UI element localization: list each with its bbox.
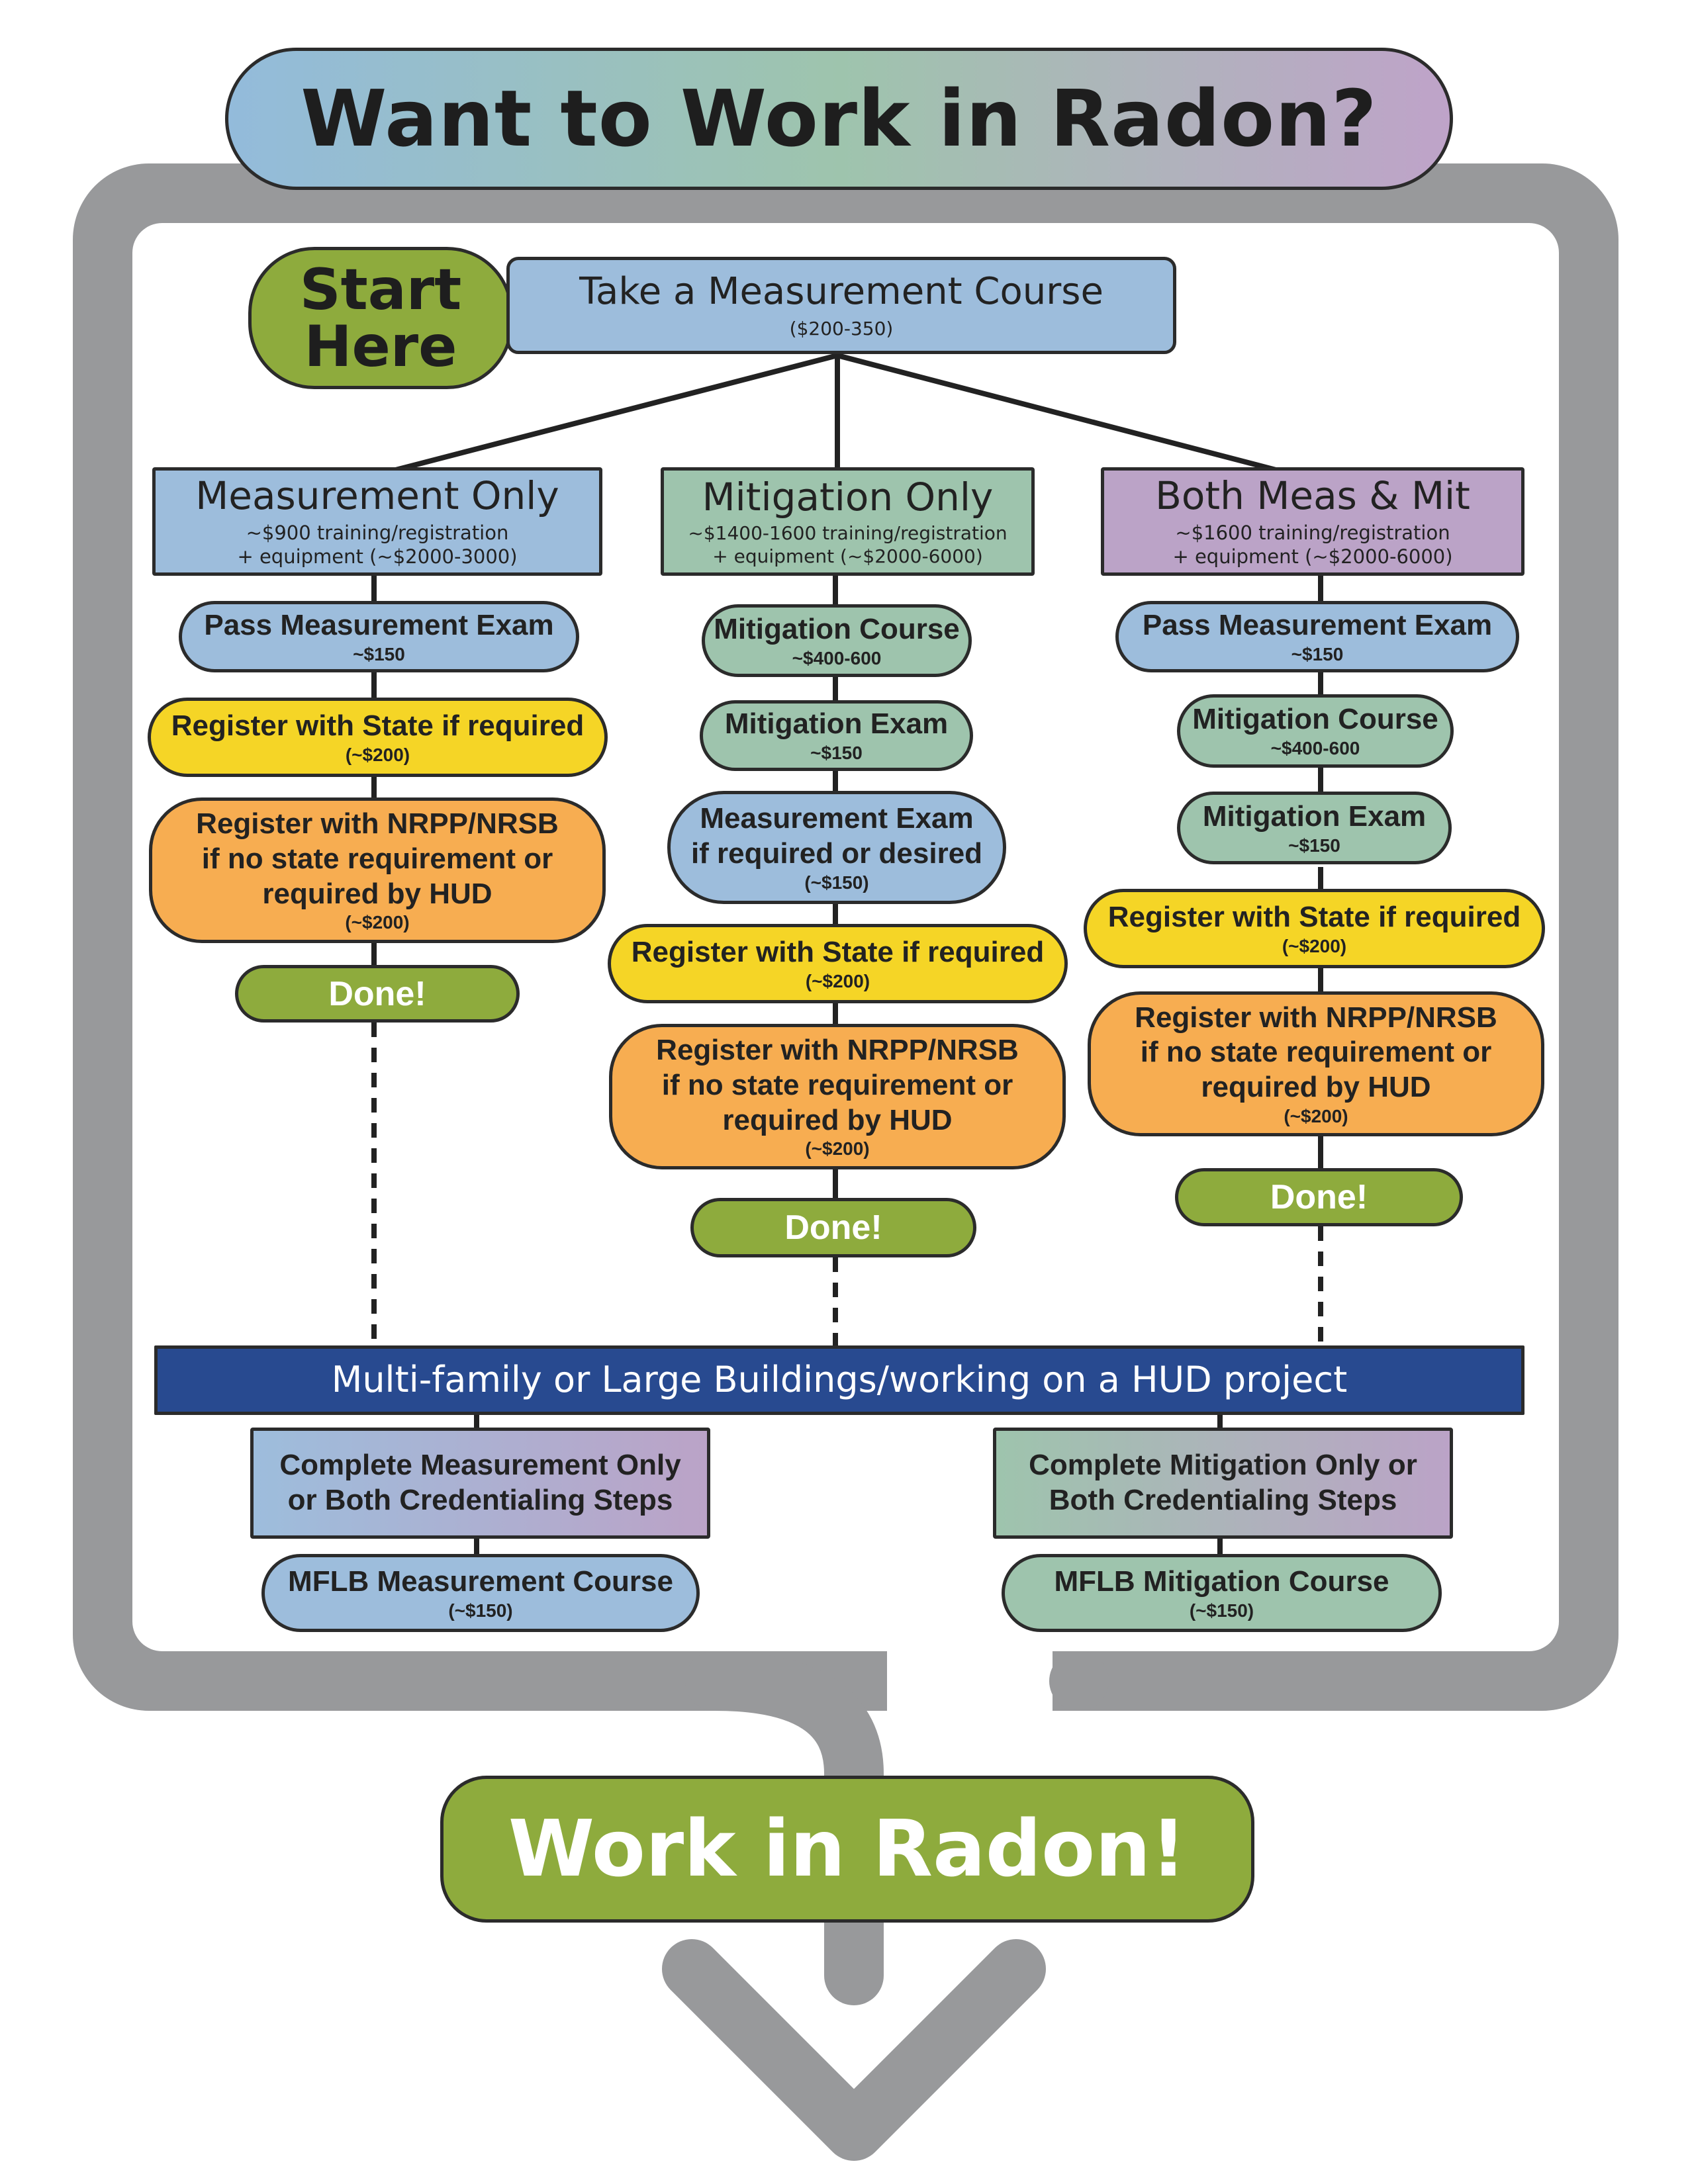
both-title: Both Meas & Mit bbox=[1155, 473, 1470, 519]
step-cost: (~$200) bbox=[345, 744, 410, 765]
work-in-radon-banner: Work in Radon! bbox=[440, 1776, 1254, 1923]
both-training: ~$1600 training/registration bbox=[1175, 522, 1450, 545]
mitigation-only-training: ~$1400-1600 training/registration bbox=[688, 522, 1008, 545]
step-label-line2: if no state requirement or bbox=[201, 842, 553, 875]
arrow-head bbox=[662, 1939, 1046, 2161]
step-label: Register with State if required bbox=[1107, 900, 1521, 933]
step-cost: (~$200) bbox=[345, 912, 410, 933]
mitigation-only-title: Mitigation Only bbox=[702, 474, 994, 520]
col2-step-mitigation-course: Mitigation Course ~$400-600 bbox=[702, 604, 972, 677]
step-label-line1: Register with NRPP/NRSB bbox=[656, 1034, 1019, 1066]
col2-done: Done! bbox=[690, 1198, 976, 1257]
measurement-only-equipment: + equipment (~$2000-3000) bbox=[237, 545, 518, 569]
step-label: Register with State if required bbox=[171, 709, 585, 742]
mflb-left-line2: or Both Credentialing Steps bbox=[287, 1484, 673, 1516]
page-title-banner: Want to Work in Radon? bbox=[225, 48, 1453, 190]
measurement-only-title: Measurement Only bbox=[195, 473, 559, 519]
col3-step-mitigation-course: Mitigation Course ~$400-600 bbox=[1177, 694, 1454, 768]
col3-step-mitigation-exam: Mitigation Exam ~$150 bbox=[1177, 792, 1452, 864]
measurement-course-box: Take a Measurement Course ($200-350) bbox=[506, 257, 1176, 354]
step-label: Mitigation Exam bbox=[1202, 799, 1427, 833]
col1-step-register-nrpp: Register with NRPP/NRSB if no state requ… bbox=[149, 797, 606, 943]
col2-step-measurement-exam: Measurement Exam if required or desired … bbox=[667, 791, 1006, 904]
mflb-right-credential-box: Complete Mitigation Only or Both Credent… bbox=[993, 1428, 1453, 1539]
step-label-line2: if required or desired bbox=[690, 837, 983, 870]
step-cost: ~$150 bbox=[810, 743, 863, 764]
work-in-radon-label: Work in Radon! bbox=[508, 1803, 1187, 1895]
step-label: Mitigation Course bbox=[714, 612, 960, 645]
step-label: Pass Measurement Exam bbox=[204, 608, 554, 641]
start-label-line2: Here bbox=[304, 313, 457, 380]
done-label: Done! bbox=[328, 974, 426, 1013]
step-cost: (~$200) bbox=[805, 970, 870, 991]
mflb-banner: Multi-family or Large Buildings/working … bbox=[154, 1345, 1524, 1415]
step-label-line2: if no state requirement or bbox=[661, 1068, 1013, 1101]
col1-step-measurement-exam: Pass Measurement Exam ~$150 bbox=[179, 601, 579, 672]
col3-done: Done! bbox=[1175, 1168, 1463, 1226]
frame-left-bend bbox=[685, 1651, 884, 1837]
mflb-right-line2: Both Credentialing Steps bbox=[1049, 1484, 1397, 1516]
mflb-right-line1: Complete Mitigation Only or bbox=[1029, 1449, 1417, 1482]
step-cost: (~$200) bbox=[1282, 935, 1347, 956]
mflb-banner-label: Multi-family or Large Buildings/working … bbox=[331, 1359, 1348, 1401]
start-here-badge: Start Here bbox=[248, 247, 513, 389]
col2-step-register-state: Register with State if required (~$200) bbox=[608, 924, 1068, 1003]
both-header: Both Meas & Mit ~$1600 training/registra… bbox=[1101, 467, 1524, 576]
measurement-course-title: Take a Measurement Course bbox=[579, 269, 1103, 313]
mflb-mitigation-course-label: MFLB Mitigation Course bbox=[1054, 1565, 1389, 1598]
step-label: Mitigation Exam bbox=[724, 707, 949, 741]
step-cost: ~$150 bbox=[1288, 835, 1340, 856]
col1-step-register-state: Register with State if required (~$200) bbox=[148, 698, 608, 777]
step-label-line1: Measurement Exam bbox=[700, 801, 974, 835]
page-title: Want to Work in Radon? bbox=[301, 72, 1378, 164]
step-label-line3: required by HUD bbox=[262, 877, 492, 910]
step-label-line2: if no state requirement or bbox=[1140, 1036, 1492, 1069]
mflb-measurement-course: MFLB Measurement Course (~$150) bbox=[261, 1554, 700, 1632]
col3-step-register-state: Register with State if required (~$200) bbox=[1084, 889, 1545, 968]
step-cost: (~$150) bbox=[804, 872, 869, 893]
measurement-course-cost: ($200-350) bbox=[789, 318, 894, 340]
done-label: Done! bbox=[784, 1208, 882, 1247]
step-cost: (~$200) bbox=[805, 1138, 870, 1160]
step-label-line1: Register with NRPP/NRSB bbox=[1135, 1001, 1497, 1034]
col3-step-measurement-exam: Pass Measurement Exam ~$150 bbox=[1115, 601, 1519, 672]
step-label: Mitigation Course bbox=[1192, 703, 1438, 736]
step-cost: ~$150 bbox=[353, 643, 405, 664]
step-cost: ~$400-600 bbox=[1270, 738, 1360, 759]
mflb-mitigation-course-cost: (~$150) bbox=[1189, 1600, 1254, 1621]
both-equipment: + equipment (~$2000-6000) bbox=[1172, 545, 1453, 569]
step-label-line3: required by HUD bbox=[722, 1103, 953, 1136]
mflb-mitigation-course: MFLB Mitigation Course (~$150) bbox=[1002, 1554, 1442, 1632]
col2-step-register-nrpp: Register with NRPP/NRSB if no state requ… bbox=[609, 1024, 1066, 1169]
start-label-line1: Start bbox=[299, 256, 462, 323]
col3-step-register-nrpp: Register with NRPP/NRSB if no state requ… bbox=[1088, 991, 1544, 1136]
measurement-only-header: Measurement Only ~$900 training/registra… bbox=[152, 467, 602, 576]
mflb-measurement-course-label: MFLB Measurement Course bbox=[288, 1565, 673, 1598]
step-cost: (~$200) bbox=[1284, 1105, 1348, 1126]
mitigation-only-equipment: + equipment (~$2000-6000) bbox=[712, 545, 983, 568]
col1-done: Done! bbox=[235, 965, 520, 1023]
done-label: Done! bbox=[1270, 1178, 1368, 1216]
step-label: Pass Measurement Exam bbox=[1142, 608, 1493, 641]
step-label: Register with State if required bbox=[631, 935, 1045, 968]
step-cost: ~$400-600 bbox=[792, 647, 882, 668]
mflb-left-credential-box: Complete Measurement Only or Both Creden… bbox=[250, 1428, 710, 1539]
step-label-line1: Register with NRPP/NRSB bbox=[196, 807, 559, 840]
mflb-left-line1: Complete Measurement Only bbox=[279, 1449, 681, 1482]
mflb-measurement-course-cost: (~$150) bbox=[448, 1600, 513, 1621]
step-cost: ~$150 bbox=[1291, 643, 1344, 664]
step-label-line3: required by HUD bbox=[1201, 1071, 1431, 1104]
mitigation-only-header: Mitigation Only ~$1400-1600 training/reg… bbox=[661, 467, 1035, 576]
col2-step-mitigation-exam: Mitigation Exam ~$150 bbox=[700, 700, 973, 771]
measurement-only-training: ~$900 training/registration bbox=[246, 522, 509, 545]
